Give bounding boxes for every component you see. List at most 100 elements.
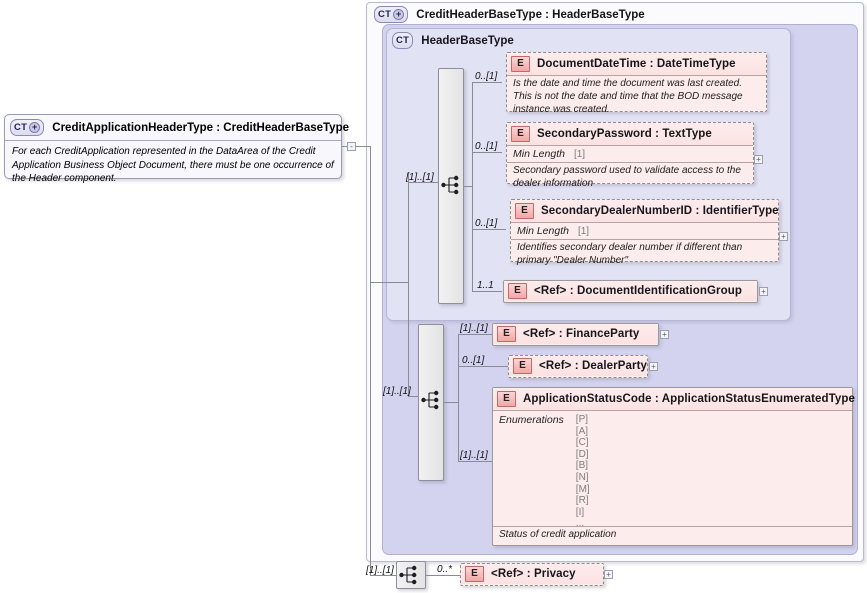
root-node-divider [5,140,341,141]
connector-seq2-fanout-vertical [458,334,459,461]
connector-trunk-to-inner-branch [370,282,408,283]
ct-badge-text: CT [378,9,392,20]
node-header-application-status-code: E ApplicationStatusCode : ApplicationSta… [493,388,856,410]
node-title-secondary-password: SecondaryPassword : TextType [537,128,712,140]
root-collapse-toggle[interactable]: - [347,142,356,151]
enumeration-value: [R] [575,495,589,507]
ct-badge-header-base-type: CT [392,32,414,49]
enumeration-value: ... [575,518,585,530]
sequence-compositor-2[interactable] [418,324,444,481]
enumeration-value: [D] [575,448,589,460]
header-base-type-title: HeaderBaseType [421,34,514,47]
node-enumerations-application-status-code: Enumerations [P][A][C][D][B][N][M][R][I]… [493,411,852,529]
node-doc-application-status-code: Status of credit application [499,529,617,540]
cardinality-secondary-password: 0..[1] [475,141,498,152]
cardinality-dealer-party: 0..[1] [462,355,485,366]
ct-badge-plus-icon[interactable]: + [393,9,405,20]
node-facet-secondary-dealer-number-id: Min Length [1] [511,223,778,239]
node-title-document-date-time: DocumentDateTime : DateTimeType [537,58,736,70]
root-node-header: CT+ CreditApplicationHeaderType : Credit… [5,115,349,140]
connector-seq1-node-secondarypassword [472,152,502,153]
ct-badge-credit-header-base-type: CT+ [374,6,409,23]
element-node-secondary-dealer-number-id[interactable]: E SecondaryDealerNumberID : IdentifierTy… [510,199,779,266]
enumerations-values: [P][A][C][D][B][N][M][R][I]... [575,414,590,529]
expand-toggle-secondary-password[interactable]: + [754,155,763,164]
connector-seq1-node-docidgroup [472,291,502,292]
element-node-privacy[interactable]: E <Ref> : Privacy [460,563,604,586]
enumeration-value: [M] [575,483,590,495]
enumeration-value: [C] [575,437,589,449]
enumeration-value: [N] [575,471,589,483]
root-node-title: CreditApplicationHeaderType : CreditHead… [52,121,349,134]
connector-trunk-to-seq3 [370,575,396,576]
element-node-secondary-password[interactable]: E SecondaryPassword : TextType Min Lengt… [506,122,754,189]
connector-minus-to-trunk [356,146,370,147]
root-node-documentation: For each CreditApplication represented i… [12,146,334,184]
node-facet-secondary-password: Min Length [1] [507,146,753,162]
expand-toggle-document-identification-group[interactable]: + [759,287,768,296]
node-title-privacy: <Ref> : Privacy [491,568,576,580]
node-divider-6 [493,410,852,411]
node-divider-1 [507,75,766,76]
connector-seq1-fanout-vertical [472,82,473,291]
node-header-dealer-party: E <Ref> : DealerParty [509,356,647,376]
expand-toggle-dealer-party[interactable]: + [649,362,658,371]
enumeration-value: [I] [575,506,585,518]
expand-toggle-privacy[interactable]: + [604,570,613,579]
element-badge-icon: E [497,326,516,342]
facet-label-min-length-2: Min Length [517,225,569,237]
node-header-document-date-time: E DocumentDateTime : DateTimeType [507,53,766,75]
element-node-application-status-code[interactable]: E ApplicationStatusCode : ApplicationSta… [492,387,856,546]
cardinality-finance-party: [1]..[1] [460,323,488,334]
connector-root-stub [342,146,347,147]
connector-trunk-main [370,146,371,575]
element-badge-icon: E [511,126,530,142]
cardinality-sequence-2: [1]..[1] [383,386,411,397]
cardinality-document-identification-group: 1..1 [477,280,494,291]
ct-badge-plus-icon-root[interactable]: + [29,122,41,133]
cardinality-application-status-code: [1]..[1] [460,450,488,461]
sequence-icon-2 [421,390,439,410]
element-badge-icon: E [513,358,532,374]
node-divider-7 [493,526,852,527]
node-divider-2 [507,145,753,146]
credit-application-header-type-node[interactable]: CT+ CreditApplicationHeaderType : Credit… [4,114,349,184]
expand-toggle-secondary-dealer-number-id[interactable]: + [779,232,788,241]
connector-seq3-to-privacy [426,575,460,576]
connector-branch-to-seq2 [408,396,426,397]
element-badge-icon: E [511,56,530,72]
element-node-finance-party[interactable]: E <Ref> : FinanceParty [492,323,659,346]
element-badge-icon: E [465,566,484,582]
element-node-dealer-party[interactable]: E <Ref> : DealerParty [508,355,648,378]
connector-seq1-node-documentdatetime [472,82,502,83]
node-title-document-identification-group: <Ref> : DocumentIdentificationGroup [534,285,742,297]
cardinality-secondary-dealer-number-id: 0..[1] [475,218,498,229]
node-title-secondary-dealer-number-id: SecondaryDealerNumberID : IdentifierType [541,205,779,217]
credit-header-base-type-title: CreditHeaderBaseType : HeaderBaseType [416,8,645,21]
node-header-secondary-password: E SecondaryPassword : TextType [507,123,753,145]
node-header-secondary-dealer-number-id: E SecondaryDealerNumberID : IdentifierTy… [511,200,779,222]
node-title-application-status-code: ApplicationStatusCode : ApplicationStatu… [523,393,856,405]
enumeration-value: [A] [575,425,589,437]
ct-badge-root: CT+ [10,119,45,136]
element-badge-icon: E [508,283,527,299]
expand-toggle-finance-party[interactable]: + [660,330,669,339]
connector-inner-branch-vertical [408,172,409,397]
enumeration-value: [B] [575,460,589,472]
credit-header-base-type-label: CT+ CreditHeaderBaseType : HeaderBaseTyp… [374,6,645,23]
connector-seq2-node-appstatuscode [458,461,492,462]
node-header-privacy: E <Ref> : Privacy [461,564,603,584]
node-divider-5 [511,239,778,240]
node-doc-document-date-time: Is the date and time the document was la… [513,78,743,115]
node-doc-secondary-password: Secondary password used to validate acce… [513,165,741,189]
header-base-type-label: CT HeaderBaseType [392,32,514,49]
node-divider-3 [507,162,753,163]
connector-seq1-to-node1 [464,186,472,187]
element-node-document-identification-group[interactable]: E <Ref> : DocumentIdentificationGroup [503,280,758,303]
element-badge-icon: E [497,391,516,407]
node-divider-4 [511,222,778,223]
cardinality-document-date-time: 0..[1] [475,71,498,82]
element-node-document-date-time[interactable]: E DocumentDateTime : DateTimeType Is the… [506,52,767,115]
connector-seq2-stub [444,402,458,403]
cardinality-sequence-1: [1]..[1] [406,172,434,183]
